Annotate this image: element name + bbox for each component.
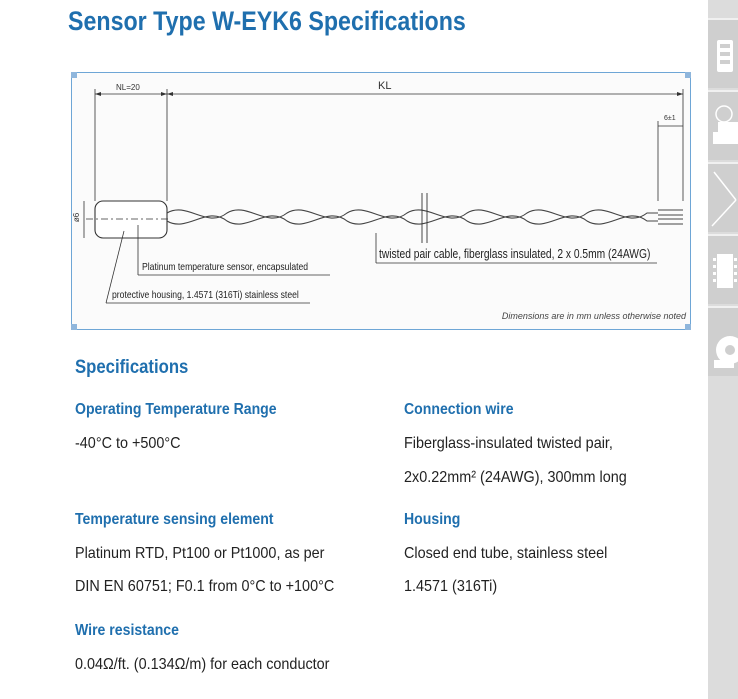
housing-label: Housing bbox=[404, 511, 461, 528]
dimension-nl: NL=20 bbox=[116, 83, 140, 92]
corner-mark bbox=[71, 72, 77, 78]
sensing-value-line2: DIN EN 60751; F0.1 from 0°C to +100°C bbox=[75, 578, 335, 595]
corner-mark bbox=[71, 324, 77, 330]
sensor-drawing: NL=20 KL 6±1 ø6 Platinum temperature sen… bbox=[71, 72, 691, 330]
sidebar-tab-gauge[interactable] bbox=[708, 90, 738, 160]
housing-value-line2: 1.4571 (316Ti) bbox=[404, 578, 498, 595]
cable-reel-icon bbox=[714, 336, 738, 368]
op-temp-value: -40°C to +500°C bbox=[75, 435, 181, 452]
sensing-value-line1: Platinum RTD, Pt100 or Pt1000, as per bbox=[75, 545, 325, 562]
right-sidebar bbox=[708, 0, 738, 699]
sidebar-tab-probe[interactable] bbox=[708, 162, 738, 232]
connection-label: Connection wire bbox=[404, 401, 514, 418]
housing-value-line1: Closed end tube, stainless steel bbox=[404, 545, 608, 562]
specifications-heading: Specifications bbox=[75, 357, 189, 378]
dimensions-note: Dimensions are in mm unless otherwise no… bbox=[501, 311, 686, 321]
wire-resistance-label: Wire resistance bbox=[75, 622, 179, 639]
wire-resistance-value: 0.04Ω/ft. (0.134Ω/m) for each conductor bbox=[75, 656, 330, 673]
gauge-icon bbox=[713, 105, 738, 144]
dimension-6: 6±1 bbox=[664, 115, 676, 122]
chip-icon bbox=[713, 254, 737, 288]
connection-value-line1: Fiberglass-insulated twisted pair, bbox=[404, 435, 613, 452]
technical-drawing-svg bbox=[83, 89, 684, 304]
callout-cable: twisted pair cable, fiberglass insulated… bbox=[379, 247, 651, 261]
sidebar-tab-chip[interactable] bbox=[708, 234, 738, 304]
callout-housing: protective housing, 1.4571 (316Ti) stain… bbox=[112, 289, 299, 301]
sidebar-tab-module[interactable] bbox=[708, 18, 738, 88]
corner-mark bbox=[685, 324, 691, 330]
sidebar-tab-cable-reel[interactable] bbox=[708, 306, 738, 376]
page-title: Sensor Type W-EYK6 Specifications bbox=[68, 6, 466, 36]
sensing-label: Temperature sensing element bbox=[75, 511, 274, 528]
probe-icon bbox=[711, 171, 737, 227]
corner-mark bbox=[685, 72, 691, 78]
connection-value-line2: 2x0.22mm² (24AWG), 300mm long bbox=[404, 469, 627, 486]
dimension-diameter: ø6 bbox=[72, 212, 82, 223]
module-icon bbox=[717, 40, 733, 72]
callout-sensor: Platinum temperature sensor, encapsulate… bbox=[142, 261, 309, 273]
op-temp-label: Operating Temperature Range bbox=[75, 401, 277, 418]
dimension-kl: KL bbox=[378, 80, 392, 92]
